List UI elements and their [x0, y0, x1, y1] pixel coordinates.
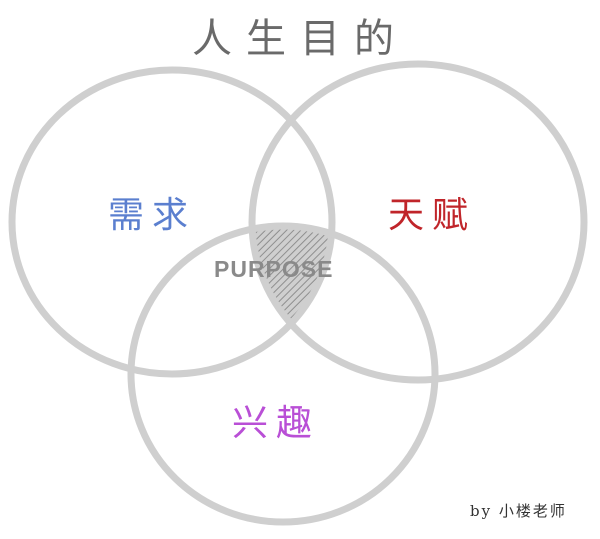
center-label-purpose: PURPOSE — [214, 256, 334, 282]
circle-need — [8, 66, 336, 378]
circle-talent — [248, 60, 588, 384]
circle-interest — [127, 222, 439, 526]
label-talent: 天赋 — [388, 195, 477, 236]
author-credit: by 小楼老师 — [470, 502, 567, 520]
label-interest: 兴趣 — [232, 403, 321, 444]
diagram-title: 人生目的 — [192, 16, 408, 62]
label-need: 需求 — [108, 195, 197, 236]
